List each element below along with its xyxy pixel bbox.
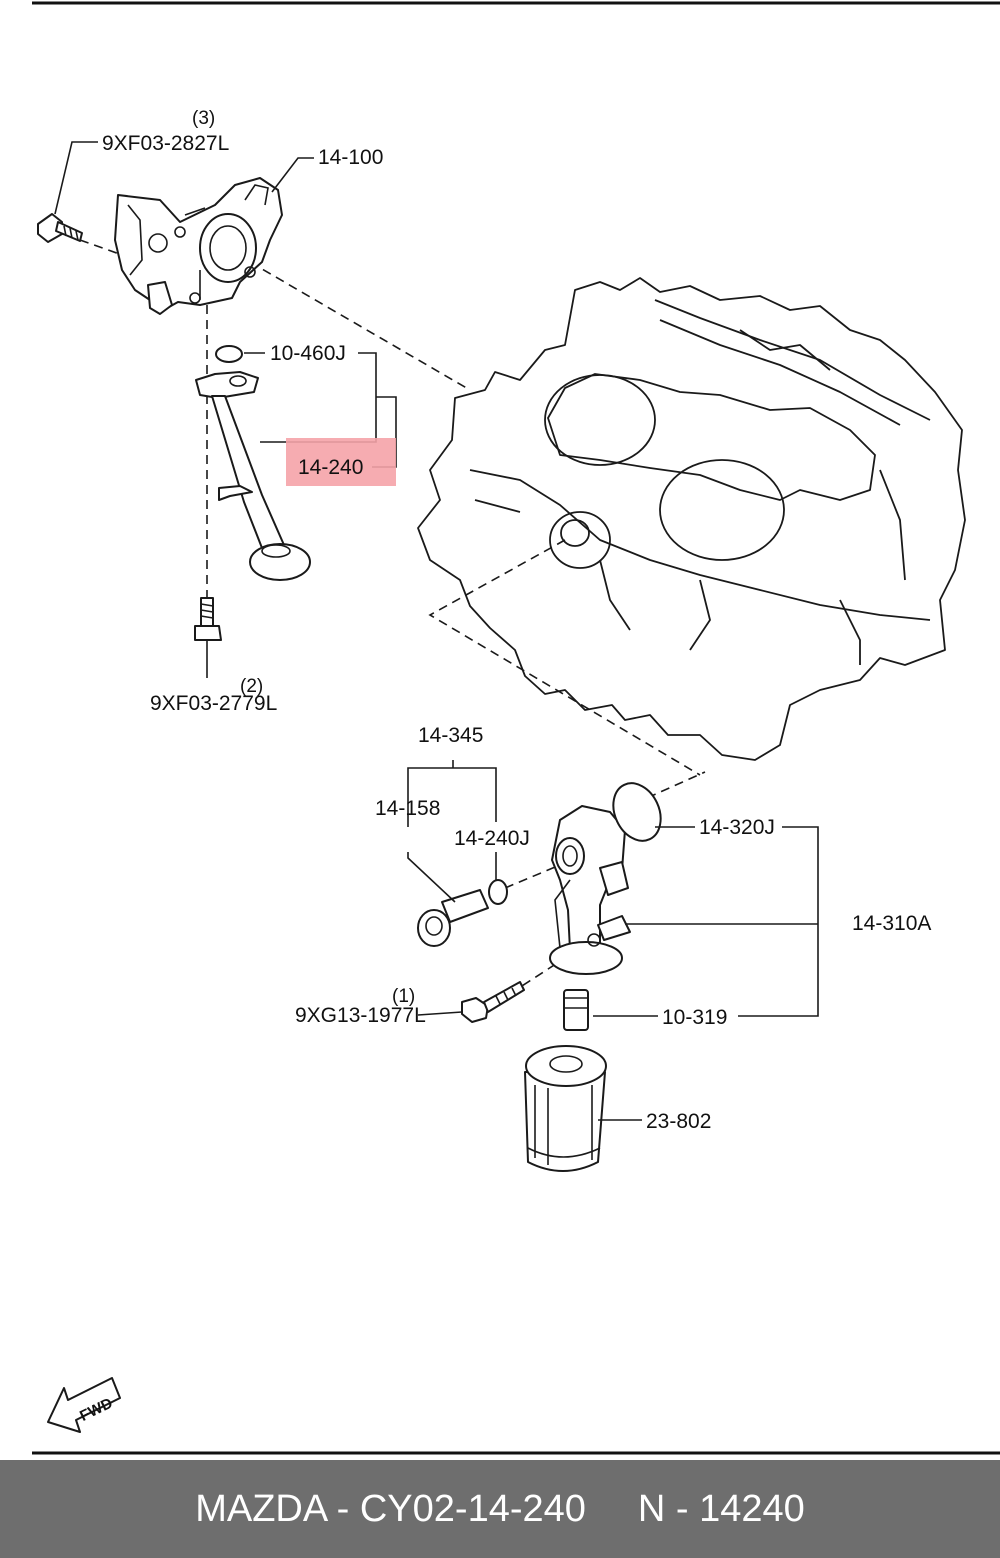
engine-block <box>417 277 966 761</box>
footer-alt-part: N - 14240 <box>637 1487 805 1530</box>
label-strainer: 14-240 <box>298 456 363 479</box>
fwd-arrow: FWD <box>47 1377 121 1433</box>
bolt-pump <box>37 213 83 243</box>
label-bolt-filter-qty: (1) <box>392 986 415 1007</box>
filter-leaders <box>407 760 819 1121</box>
oring <box>488 879 508 905</box>
parts-diagram: (3) 9XF03-2827L 14-100 10-460J 14-240 (2… <box>32 1 1000 1455</box>
oil-pump-leader <box>54 141 314 215</box>
label-bolt-pump: 9XF03-2827L <box>102 132 229 155</box>
label-oil-pump: 14-100 <box>318 146 383 169</box>
highlight-box <box>286 438 396 486</box>
label-gasket-top: 10-460J <box>270 342 346 365</box>
label-oil-filter: 23-802 <box>646 1110 711 1133</box>
label-bolt-strainer-qty: (2) <box>240 676 263 697</box>
plug <box>417 889 489 947</box>
filter-gasket <box>612 782 662 842</box>
part-labels: (3) 9XF03-2827L 14-100 10-460J 14-240 (2… <box>102 108 931 1133</box>
label-bolt-pump-qty: (3) <box>192 108 215 129</box>
bolt-strainer <box>194 597 222 678</box>
oil-strainer <box>195 371 311 581</box>
label-oring: 14-240J <box>454 827 530 850</box>
oil-filter-body <box>549 805 631 975</box>
oil-pump <box>114 177 283 315</box>
nipple <box>563 989 589 1031</box>
part-number-footer: MAZDA - CY02-14-240 N - 14240 <box>0 1460 1000 1558</box>
label-nipple: 10-319 <box>662 1006 727 1029</box>
oil-filter <box>524 1045 607 1172</box>
label-bolt-filter: 9XG13-1977L <box>295 1004 426 1027</box>
label-filter-gasket: 14-320J <box>699 816 775 839</box>
gasket-top <box>215 345 243 363</box>
bolt-filter <box>461 981 525 1023</box>
label-plug: 14-158 <box>375 797 440 820</box>
label-filter-body: 14-310A <box>852 912 931 935</box>
label-kit: 14-345 <box>418 724 483 747</box>
footer-brand-part: MAZDA - CY02-14-240 <box>195 1487 586 1530</box>
label-bolt-strainer: 9XF03-2779L <box>150 692 277 715</box>
